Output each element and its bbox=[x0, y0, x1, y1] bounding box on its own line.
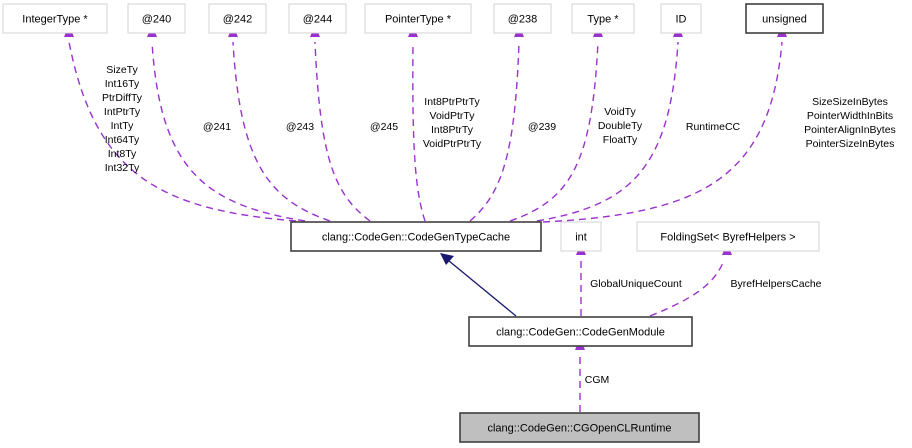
lbl-integertype: SizeTyInt16TyPtrDiffTyIntPtrTyIntTyInt64… bbox=[102, 64, 143, 174]
edge-codegentypecache-to-at238 bbox=[469, 41, 520, 222]
node-box bbox=[127, 3, 186, 34]
edge-codegentypecache-to-unsigned bbox=[542, 41, 783, 223]
edge-label-line: SizeSizeInBytes bbox=[812, 96, 888, 108]
node-label: @238 bbox=[508, 13, 538, 25]
edge-label-line: CGM bbox=[585, 374, 610, 386]
node-label: clang::CodeGen::CodeGenModule bbox=[496, 326, 665, 338]
node-label: FoldingSet< ByrefHelpers > bbox=[660, 231, 795, 243]
node-label: @242 bbox=[223, 13, 253, 25]
edge-label-line: SizeTy bbox=[106, 64, 138, 76]
node-pointertype[interactable]: PointerType * bbox=[364, 3, 472, 34]
node-box bbox=[2, 3, 108, 34]
edge-label-line: ByrefHelpersCache bbox=[730, 278, 821, 290]
edge-codegentypecache-to-id bbox=[536, 41, 679, 222]
node-at244[interactable]: @244 bbox=[288, 3, 347, 34]
node-at242[interactable]: @242 bbox=[208, 3, 267, 34]
edge-label-line: @239 bbox=[528, 121, 556, 133]
node-foldingset[interactable]: FoldingSet< ByrefHelpers > bbox=[636, 221, 820, 252]
edge-label-line: PointerAlignInBytes bbox=[804, 124, 896, 136]
edge-codegentypecache-to-at242 bbox=[232, 41, 331, 222]
edge-label-line: IntPtrTy bbox=[104, 106, 141, 118]
edge-label-line: PointerSizeInBytes bbox=[806, 138, 895, 150]
node-label: PointerType * bbox=[385, 13, 452, 25]
inheritance-arrowhead bbox=[440, 253, 454, 265]
node-box bbox=[560, 221, 602, 252]
node-label: ID bbox=[676, 13, 687, 25]
node-box bbox=[745, 3, 824, 34]
lbl-id: RuntimeCC bbox=[686, 121, 741, 133]
lbl-unsigned: SizeSizeInBytesPointerWidthInBitsPointer… bbox=[804, 96, 896, 150]
node-at240[interactable]: @240 bbox=[127, 3, 186, 34]
edge-label-line: PtrDiffTy bbox=[102, 92, 143, 104]
node-at238[interactable]: @238 bbox=[493, 3, 552, 34]
edge-label-line: @243 bbox=[286, 121, 314, 133]
node-box bbox=[290, 221, 542, 252]
edge-codegentypecache-to-pointertype bbox=[412, 41, 426, 222]
lbl-foldingset: ByrefHelpersCache bbox=[730, 278, 821, 290]
node-label: clang::CodeGen::CodeGenTypeCache bbox=[322, 231, 510, 243]
edge-label-line: RuntimeCC bbox=[686, 121, 741, 133]
edge-label-line: FloatTy bbox=[603, 134, 638, 146]
node-box bbox=[571, 3, 635, 34]
edge-label-line: @241 bbox=[203, 121, 231, 133]
edge-label-line: PointerWidthInBits bbox=[807, 110, 893, 122]
edge-label-line: Int8PtrPtrTy bbox=[424, 96, 480, 108]
edge-codegenmodule-to-codegentypecache bbox=[442, 255, 517, 317]
node-box bbox=[208, 3, 267, 34]
node-label: int bbox=[575, 231, 587, 243]
node-box bbox=[493, 3, 552, 34]
edge-label-line: VoidPtrPtrTy bbox=[423, 138, 482, 150]
node-box bbox=[468, 316, 693, 347]
edge-codegentypecache-to-at240 bbox=[151, 41, 306, 222]
node-int[interactable]: int bbox=[560, 221, 602, 252]
lbl-at240: @241 bbox=[203, 121, 231, 133]
node-box bbox=[459, 412, 700, 443]
lbl-int: GlobalUniqueCount bbox=[590, 278, 682, 290]
node-label: @244 bbox=[303, 13, 333, 25]
edge-label-line: VoidTy bbox=[604, 106, 636, 118]
node-codegenmodule[interactable]: clang::CodeGen::CodeGenModule bbox=[468, 316, 693, 347]
lbl-at244: @245 bbox=[370, 121, 398, 133]
node-integertype[interactable]: IntegerType * bbox=[2, 3, 108, 34]
node-box bbox=[660, 3, 702, 34]
node-cgopenclruntime[interactable]: clang::CodeGen::CGOpenCLRuntime bbox=[459, 412, 700, 443]
node-id[interactable]: ID bbox=[660, 3, 702, 34]
edge-codegentypecache-to-integertype bbox=[68, 41, 297, 222]
edge-codegenmodule-to-foldingset bbox=[649, 259, 725, 317]
edge-label-line: Int16Ty bbox=[105, 78, 140, 90]
node-box bbox=[364, 3, 472, 34]
node-box bbox=[288, 3, 347, 34]
node-label: IntegerType * bbox=[22, 13, 88, 25]
node-type[interactable]: Type * bbox=[571, 3, 635, 34]
edge-label-line: VoidPtrTy bbox=[430, 110, 476, 122]
node-label: unsigned bbox=[762, 13, 807, 25]
edge-label-line: Int8Ty bbox=[108, 148, 137, 160]
lbl-cgm: CGM bbox=[585, 374, 610, 386]
edge-label-line: Int32Ty bbox=[105, 162, 140, 174]
edge-label-line: Int64Ty bbox=[105, 134, 140, 146]
node-label: @240 bbox=[142, 13, 172, 25]
node-box bbox=[636, 221, 820, 252]
node-label: clang::CodeGen::CGOpenCLRuntime bbox=[487, 422, 671, 434]
node-codegentypecache[interactable]: clang::CodeGen::CodeGenTypeCache bbox=[290, 221, 542, 252]
edge-codegentypecache-to-at244 bbox=[314, 41, 371, 222]
edge-label-line: GlobalUniqueCount bbox=[590, 278, 682, 290]
edge-codegentypecache-to-type bbox=[509, 41, 599, 222]
lbl-at242: @243 bbox=[286, 121, 314, 133]
node-label: Type * bbox=[587, 13, 619, 25]
edge-label-line: IntTy bbox=[111, 120, 135, 132]
lbl-pointertype: Int8PtrPtrTyVoidPtrTyInt8PtrTyVoidPtrPtr… bbox=[423, 96, 482, 150]
lbl-at238: @239 bbox=[528, 121, 556, 133]
edge-label-line: Int8PtrTy bbox=[431, 124, 474, 136]
edge-label-line: DoubleTy bbox=[598, 120, 643, 132]
node-unsigned[interactable]: unsigned bbox=[745, 3, 824, 34]
edge-label-line: @245 bbox=[370, 121, 398, 133]
